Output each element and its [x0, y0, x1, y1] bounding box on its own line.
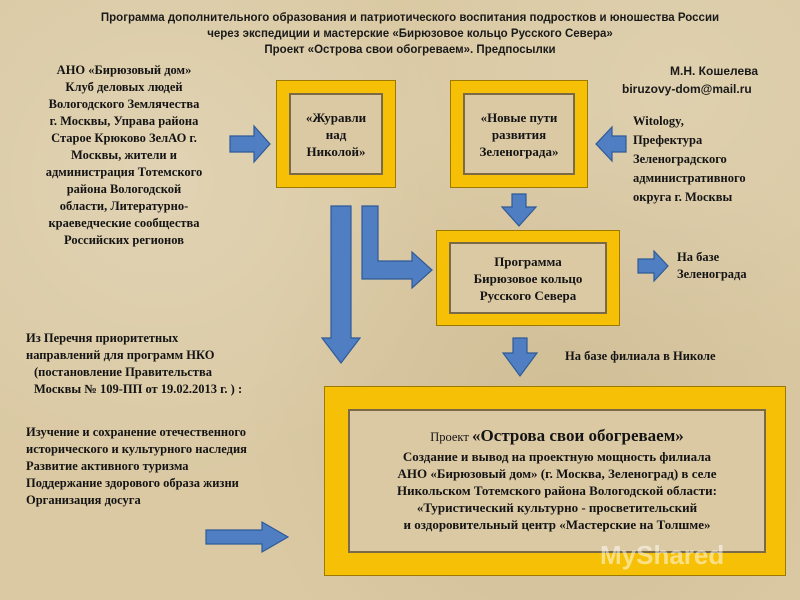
- left-line: краеведческие сообщества: [48, 216, 200, 230]
- left-line: Российских регионов: [64, 233, 184, 247]
- project-title: «Острова свои обогреваем»: [472, 426, 684, 445]
- box-novye-puti-line: Зеленограда»: [479, 143, 559, 159]
- priorities-intro: Из Перечня приоритетных направлений для …: [26, 330, 316, 398]
- arrow-right-icon: [637, 249, 669, 283]
- left-line: Старое Крюково ЗелАО г.: [51, 131, 197, 145]
- project-line: «Туристический культурно - просветительс…: [416, 500, 698, 515]
- box-zhuravli-inner: «Журавли над Николой»: [289, 93, 383, 175]
- arrow-right-icon: [229, 124, 271, 164]
- right-line: Witology,: [633, 114, 684, 128]
- priorities-line: направлений для программ НКО: [26, 348, 215, 362]
- header-line-1: Программа дополнительного образования и …: [100, 12, 720, 24]
- watermark-logo: MyShared: [600, 540, 725, 570]
- left-line: АНО «Бирюзовый дом»: [56, 63, 192, 77]
- left-line: района Вологодской: [66, 182, 182, 196]
- header-line-3: Проект «Острова свои обогреваем». Предпо…: [264, 44, 556, 56]
- priority-item: Изучение и сохранение отечественного: [26, 425, 246, 439]
- box-novye-puti: «Новые пути развития Зеленограда»: [450, 80, 588, 188]
- priority-item: исторического и культурного наследия: [26, 442, 247, 456]
- box-program-line: Русского Севера: [479, 287, 577, 303]
- left-stakeholders: АНО «Бирюзовый дом» Клуб деловых людей В…: [8, 62, 240, 249]
- box-zhuravli-line: Николой»: [306, 143, 366, 159]
- author-name: М.Н. Кошелева: [670, 64, 759, 78]
- right-line: округа г. Москвы: [633, 190, 733, 204]
- box-project: Проект «Острова свои обогреваем» Создани…: [324, 386, 786, 576]
- arrow-left-icon: [595, 125, 627, 163]
- label-zelenograd-line: На базе: [677, 250, 720, 264]
- right-stakeholders: Witology, Префектура Зеленоградского адм…: [633, 112, 793, 207]
- right-line: административного: [633, 171, 746, 185]
- priority-item: Организация досуга: [26, 493, 141, 507]
- label-zelenograd: На базе Зеленограда: [677, 249, 792, 283]
- left-line: Москвы, жители и: [71, 148, 177, 162]
- priority-item: Развитие активного туризма: [26, 459, 189, 473]
- label-nikola: На базе филиала в Николе: [565, 349, 716, 363]
- priority-item: Поддержание здорового образа жизни: [26, 476, 239, 490]
- priorities-line: Из Перечня приоритетных: [26, 331, 179, 345]
- project-line: АНО «Бирюзовый дом» (г. Москва, Зеленогр…: [397, 466, 717, 481]
- project-line: Создание и вывод на проектную мощность ф…: [402, 449, 712, 464]
- label-zelenograd-line: Зеленограда: [677, 267, 747, 281]
- arrow-down-icon: [320, 205, 362, 364]
- left-line: администрация Тотемского: [45, 165, 203, 179]
- project-prefix: Проект: [430, 430, 469, 444]
- author-email: biruzovy-dom@mail.ru: [622, 82, 752, 96]
- box-program-line: Программа: [494, 253, 562, 269]
- priorities-list: Изучение и сохранение отечественного ист…: [26, 424, 318, 509]
- left-line: Клуб деловых людей: [65, 80, 183, 94]
- box-zhuravli: «Журавли над Николой»: [276, 80, 396, 188]
- right-line: Зеленоградского: [633, 152, 727, 166]
- author-block: М.Н. Кошелева biruzovy-dom@mail.ru: [622, 62, 792, 98]
- box-novye-puti-line: «Новые пути: [480, 109, 558, 125]
- box-program: Программа Бирюзовое кольцо Русского Севе…: [436, 230, 620, 326]
- box-program-inner: Программа Бирюзовое кольцо Русского Севе…: [449, 242, 607, 314]
- arrow-bent-icon: [361, 205, 433, 290]
- right-line: Префектура: [633, 133, 703, 147]
- left-line: Вологодского Землячества: [48, 97, 200, 111]
- arrow-down-icon: [501, 337, 539, 378]
- box-novye-puti-line: развития: [491, 126, 547, 142]
- header-line-2: через экспедиции и мастерские «Бирюзовое…: [207, 28, 613, 40]
- project-title-row: Проект «Острова свои обогреваем»: [350, 425, 764, 448]
- slide-header: Программа дополнительного образования и …: [40, 10, 780, 58]
- box-project-inner: Проект «Острова свои обогреваем» Создани…: [348, 409, 766, 553]
- arrow-right-icon: [205, 520, 290, 554]
- project-line: Никольском Тотемского района Вологодской…: [396, 483, 718, 498]
- project-line: и оздоровительный центр «Мастерские на Т…: [403, 517, 711, 532]
- left-line: области, Литературно-: [59, 199, 189, 213]
- box-novye-puti-inner: «Новые пути развития Зеленограда»: [463, 93, 575, 175]
- box-program-line: Бирюзовое кольцо: [473, 270, 583, 286]
- priorities-line: Москвы № 109-ПП от 19.02.2013 г. ) :: [34, 382, 243, 396]
- box-zhuravli-line: «Журавли: [305, 109, 367, 125]
- priorities-line: (постановление Правительства: [34, 365, 212, 379]
- arrow-down-icon: [500, 193, 538, 227]
- left-line: г. Москвы, Управа района: [49, 114, 199, 128]
- box-zhuravli-line: над: [325, 126, 347, 142]
